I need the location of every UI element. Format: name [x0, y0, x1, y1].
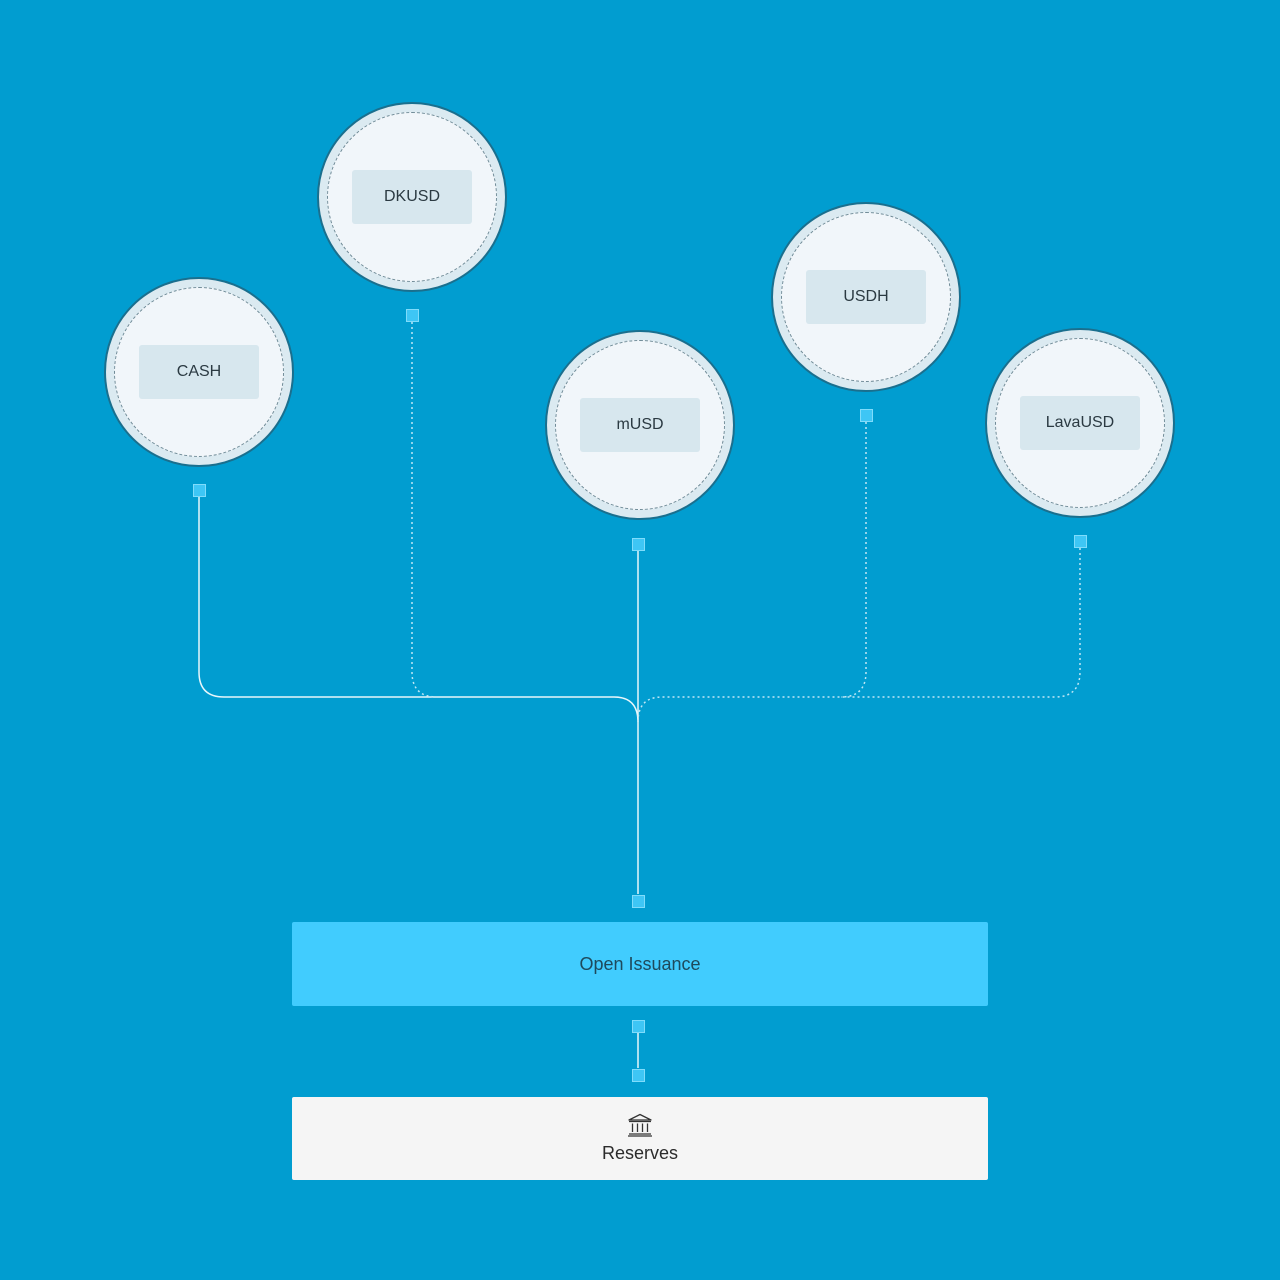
- token-label: mUSD: [580, 398, 700, 452]
- token-node-usdh[interactable]: USDH: [771, 202, 961, 392]
- reserves-label: Reserves: [601, 1143, 679, 1163]
- connector-usdh: [840, 422, 867, 698]
- connector-dkusd: [411, 322, 438, 698]
- port-issuance-bottom: [631, 1019, 645, 1033]
- port-usdh: [859, 408, 873, 422]
- token-node-lavausd[interactable]: LavaUSD: [985, 328, 1175, 518]
- port-reserves-top: [631, 1068, 645, 1082]
- open-issuance-box[interactable]: Open Issuance: [292, 922, 988, 1006]
- connector-cash: [198, 497, 639, 723]
- token-node-cash[interactable]: CASH: [104, 277, 294, 467]
- bank-icon: [628, 1113, 652, 1137]
- port-dkusd: [405, 308, 419, 322]
- port-cash: [192, 483, 206, 497]
- token-node-dkusd[interactable]: DKUSD: [317, 102, 507, 292]
- token-label: DKUSD: [352, 170, 472, 224]
- port-musd: [631, 537, 645, 551]
- connector-lavausd: [637, 548, 1081, 723]
- token-label: USDH: [806, 270, 926, 324]
- token-label: LavaUSD: [1020, 396, 1140, 450]
- open-issuance-label: Open Issuance: [579, 953, 701, 974]
- port-issuance-top: [631, 894, 645, 908]
- token-node-musd[interactable]: mUSD: [545, 330, 735, 520]
- reserves-box[interactable]: Reserves: [292, 1097, 988, 1180]
- token-label: CASH: [139, 345, 259, 399]
- port-lavausd: [1073, 534, 1087, 548]
